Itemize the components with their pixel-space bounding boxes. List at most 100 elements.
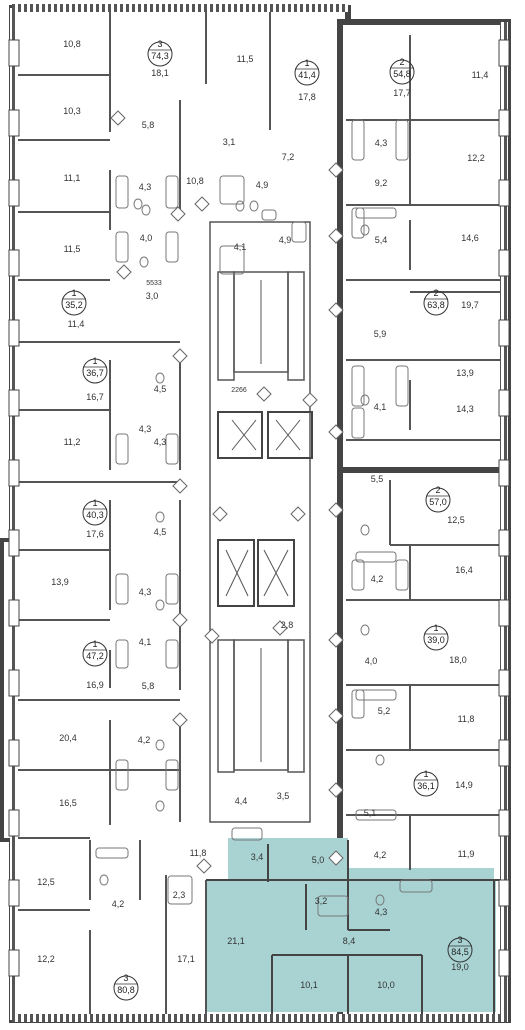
window-icon xyxy=(8,669,20,697)
door-swing-icon xyxy=(170,206,186,222)
room-area-label: 4,1 xyxy=(234,242,247,252)
apartment-marker-apt-54-8[interactable]: 254,8 xyxy=(389,57,415,85)
window-icon xyxy=(498,599,510,627)
door-swing-icon xyxy=(110,110,126,126)
apartment-area: 41,4 xyxy=(298,70,316,80)
room-area-label: 3,2 xyxy=(315,896,328,906)
door-swing-icon xyxy=(116,264,132,280)
apartment-marker-apt-47-2[interactable]: 147,2 xyxy=(82,639,108,667)
door-swing-icon xyxy=(256,386,272,402)
apartment-circle xyxy=(82,641,108,667)
toilet-icon xyxy=(139,256,149,268)
apartment-rooms: 1 xyxy=(423,769,428,779)
room-area-label: 11,9 xyxy=(458,849,475,859)
apartment-rooms: 1 xyxy=(71,288,76,298)
apartment-marker-apt-36-1[interactable]: 136,1 xyxy=(413,769,439,797)
room-area-label: 16,9 xyxy=(86,680,104,690)
window-icon xyxy=(8,739,20,767)
window-icon xyxy=(8,249,20,277)
room-area-label: 4,2 xyxy=(138,735,151,745)
apartment-marker-apt-57-0[interactable]: 257,0 xyxy=(425,485,451,513)
bathtub-icon xyxy=(351,407,365,439)
window-icon xyxy=(8,39,20,67)
apartment-rooms: 1 xyxy=(92,356,97,366)
bathtub-icon xyxy=(115,573,129,605)
apartment-marker-apt-80-8[interactable]: 380,8 xyxy=(113,973,139,1001)
apartment-rooms: 3 xyxy=(457,935,462,945)
bathtub-icon xyxy=(95,847,129,859)
room-area-label: 4,4 xyxy=(235,796,248,806)
bathtub-icon xyxy=(351,365,365,407)
bathtub-icon xyxy=(115,175,129,209)
room-area-label: 5,0 xyxy=(312,855,325,865)
apartment-marker-apt-39-0[interactable]: 139,0 xyxy=(423,623,449,651)
bathtub-icon xyxy=(165,433,179,465)
room-area-label: 13,9 xyxy=(51,577,69,587)
apartment-marker-apt-63-8[interactable]: 263,8 xyxy=(423,288,449,316)
bathtub-icon xyxy=(165,231,179,263)
apartment-rooms: 1 xyxy=(92,639,97,649)
room-area-label: 4,3 xyxy=(139,587,152,597)
room-area-label: 4,3 xyxy=(375,907,388,917)
toilet-icon xyxy=(249,200,259,212)
window-icon xyxy=(498,459,510,487)
room-area-label: 4,0 xyxy=(365,656,378,666)
door-swing-icon xyxy=(328,708,344,724)
apartment-marker-apt-84-5[interactable]: 384,5 xyxy=(447,935,473,963)
bathtub-icon xyxy=(165,573,179,605)
room-area-label: 8,4 xyxy=(343,936,356,946)
apartment-rooms: 1 xyxy=(304,58,309,68)
room-area-label: 4,1 xyxy=(374,402,387,412)
room-code-label: 5533 xyxy=(146,280,162,287)
room-area-label: 9,2 xyxy=(375,178,388,188)
window-icon xyxy=(8,459,20,487)
apartment-area: 36,1 xyxy=(417,781,435,791)
room-area-label: 10,3 xyxy=(63,106,81,116)
door-swing-icon xyxy=(196,858,212,874)
bathtub-icon xyxy=(395,559,409,591)
apartment-marker-apt-74-3[interactable]: 374,3 xyxy=(147,39,173,67)
toilet-icon xyxy=(155,800,165,812)
labels-layer: 374,3141,4254,8135,2263,8136,7140,3257,0… xyxy=(37,39,488,1001)
apartment-circle xyxy=(147,41,173,67)
toilet-icon xyxy=(360,394,370,406)
apartment-area: 39,0 xyxy=(427,635,445,645)
room-area-label: 13,9 xyxy=(456,368,474,378)
bathtub-icon xyxy=(167,875,193,905)
window-icon xyxy=(498,669,510,697)
window-icon xyxy=(498,389,510,417)
window-icon xyxy=(8,179,20,207)
apartment-area: 47,2 xyxy=(86,651,104,661)
bathtub-icon xyxy=(219,245,245,275)
room-area-label: 14,3 xyxy=(456,404,474,414)
room-area-label: 4,2 xyxy=(371,574,384,584)
window-icon xyxy=(8,599,20,627)
room-area-label: 12,5 xyxy=(447,515,465,525)
fixtures-layer xyxy=(8,39,510,977)
room-area-label: 4,3 xyxy=(154,437,167,447)
bathtub-icon xyxy=(115,231,129,263)
room-area-label: 4,9 xyxy=(279,235,292,245)
door-swing-icon xyxy=(194,196,210,212)
room-area-label: 7,2 xyxy=(282,152,295,162)
toilet-icon xyxy=(99,874,109,886)
bathtub-icon xyxy=(395,119,409,161)
toilet-icon xyxy=(141,204,151,216)
window-icon xyxy=(8,389,20,417)
room-code-label: 2266 xyxy=(231,387,247,394)
apartment-marker-apt-40-3[interactable]: 140,3 xyxy=(82,498,108,526)
room-area-label: 11,8 xyxy=(458,714,475,724)
window-icon xyxy=(498,179,510,207)
toilet-icon xyxy=(375,754,385,766)
door-swing-icon xyxy=(328,424,344,440)
apartment-marker-apt-41-4[interactable]: 141,4 xyxy=(294,58,320,86)
room-area-label: 10,8 xyxy=(63,39,81,49)
room-area-label: 3,0 xyxy=(146,291,159,301)
window-icon xyxy=(498,529,510,557)
apartment-marker-apt-35-2[interactable]: 135,2 xyxy=(61,288,87,316)
apartment-rooms: 1 xyxy=(92,498,97,508)
apartment-marker-apt-36-7[interactable]: 136,7 xyxy=(82,356,108,384)
bathtub-icon xyxy=(317,895,349,917)
door-swing-icon xyxy=(172,712,188,728)
room-area-label: 4,2 xyxy=(374,850,387,860)
